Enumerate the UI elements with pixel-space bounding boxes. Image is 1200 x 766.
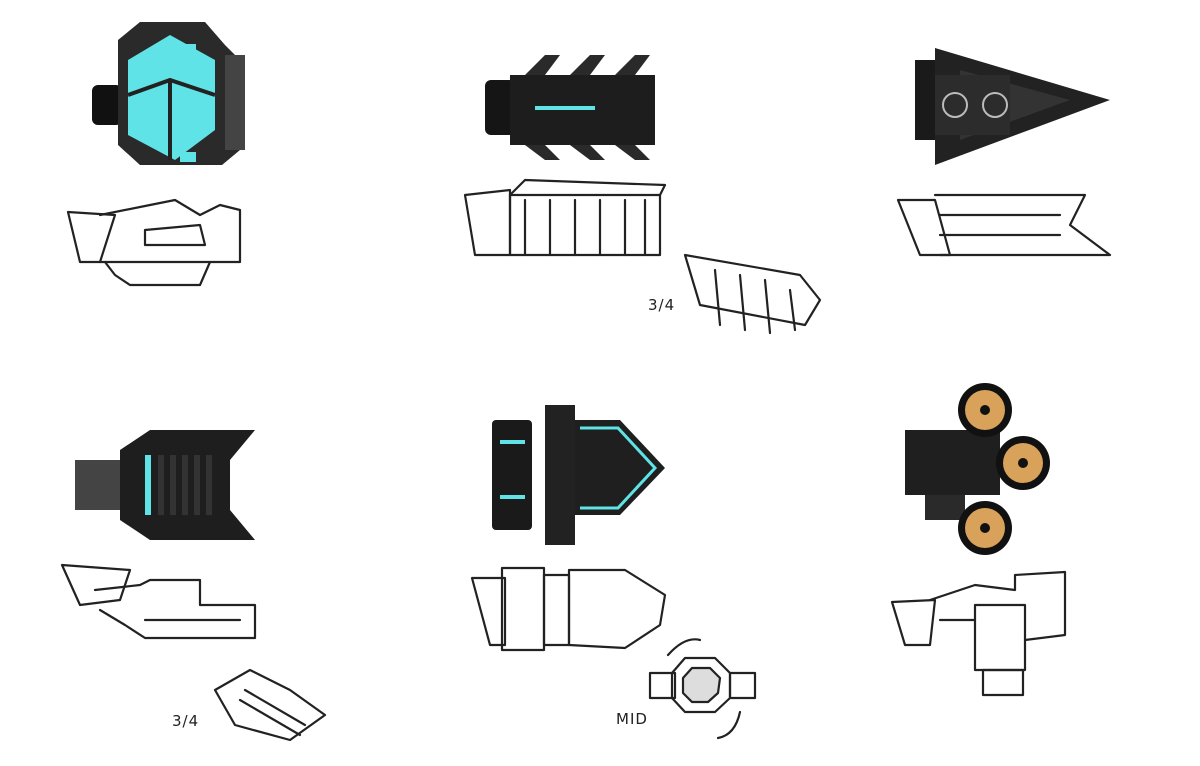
module-4-painted	[75, 430, 255, 540]
module-1-sketch	[66, 198, 242, 287]
module-2-painted	[485, 55, 655, 160]
module-4-sketch	[60, 563, 257, 640]
module-6-painted	[905, 383, 1050, 555]
module-6-sketch	[890, 570, 1067, 697]
module-5-painted	[492, 405, 665, 545]
module-4-three-quarter-sketch	[213, 668, 327, 742]
module-5-sketch	[470, 566, 667, 652]
module-1-painted	[92, 22, 245, 165]
module-2-sketch	[463, 178, 667, 257]
module-2-three-quarter-sketch	[683, 253, 822, 335]
three-quarter-label-bottom: 3/4	[172, 712, 200, 730]
three-quarter-label-top: 3/4	[648, 296, 676, 314]
module-3-sketch	[896, 193, 1112, 257]
module-5-mid-sketch	[648, 638, 757, 740]
module-3-painted	[915, 48, 1110, 165]
mid-label: MID	[616, 710, 648, 728]
